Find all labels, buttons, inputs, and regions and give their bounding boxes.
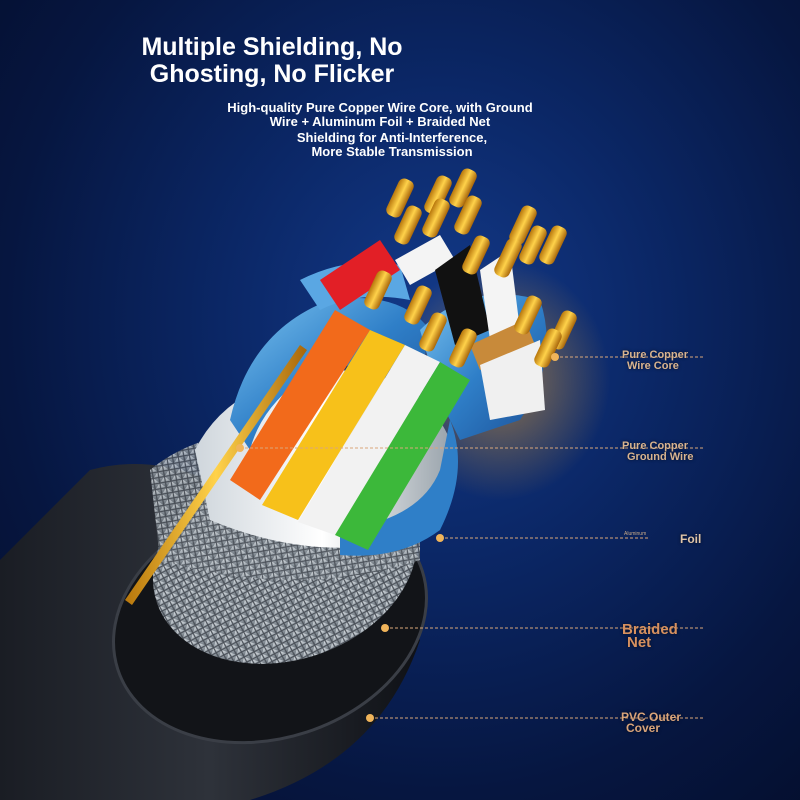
callout-ground-wire: Pure Copper Ground Wire: [622, 441, 694, 463]
headline-line-2: Ghosting, No Flicker: [149, 60, 395, 88]
subtitle-line-1: High-quality Pure Copper Wire Core, with…: [227, 100, 533, 115]
callout-pvc-cover-line-2: Cover: [626, 721, 661, 735]
headline: Multiple Shielding, No Ghosting, No Flic…: [112, 34, 432, 88]
callout-wire-core-line-1: Pure Copper: [622, 349, 689, 361]
callout-ground-wire-line-2: Ground Wire: [627, 451, 694, 463]
callout-braided-net: Braided Net: [622, 621, 678, 651]
callout-braided-net-line-2: Net: [627, 634, 652, 651]
ground-wire: [125, 345, 307, 605]
callout-foil: Foil: [680, 532, 702, 546]
copper-tips: [364, 168, 577, 368]
main-conductors: [230, 310, 470, 550]
headline-line-1: Multiple Shielding, No: [141, 33, 403, 61]
subtitle-block-1: High-quality Pure Copper Wire Core, with…: [188, 101, 572, 129]
callout-wire-core: Pure Copper Wire Core: [622, 350, 688, 372]
subtitle-line-3: Shielding for Anti-Interference,: [296, 130, 488, 145]
callout-foil-small: Aluminum: [624, 531, 647, 537]
subtitle-block-2: Shielding for Anti-Interference, More St…: [270, 131, 514, 159]
callout-ground-wire-line-1: Pure Copper: [622, 440, 689, 452]
callout-wire-core-line-2: Wire Core: [627, 360, 679, 372]
leader-lines: [240, 356, 705, 719]
leader-dots: [236, 353, 559, 722]
subtitle-line-2: Wire + Aluminum Foil + Braided Net: [269, 114, 491, 129]
callout-pvc-cover-line-1: PVC Outer: [621, 710, 682, 724]
callout-braided-net-line-1: Braided: [622, 621, 678, 638]
subtitle-line-4: More Stable Transmission: [311, 144, 473, 159]
callout-pvc-cover: PVC Outer Cover: [621, 710, 682, 735]
upper-wire-bundle: [320, 235, 545, 420]
